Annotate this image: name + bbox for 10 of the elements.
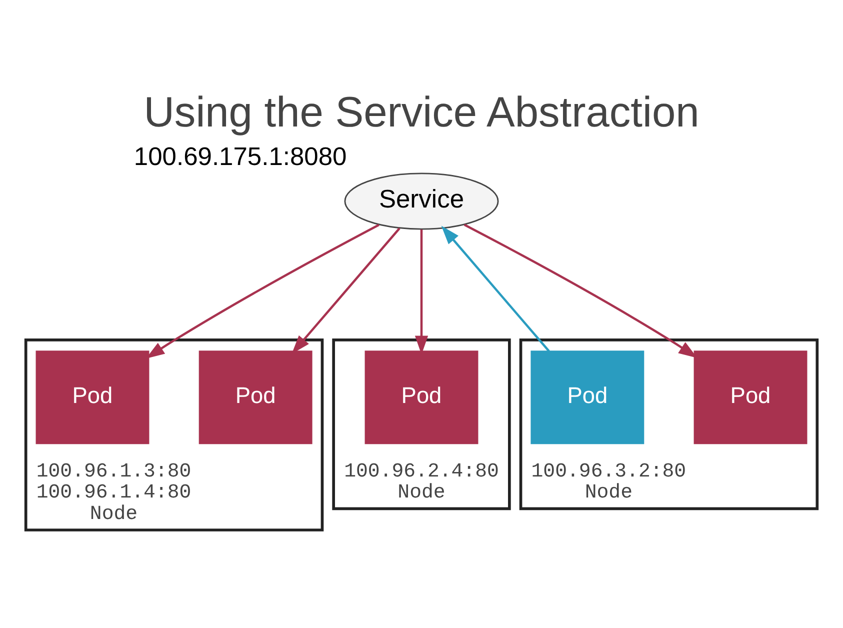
node-box: Pod [530, 350, 644, 444]
node-box: Pod [694, 350, 808, 444]
arrow [441, 226, 550, 352]
diagram-title: Using the Service Abstraction [144, 88, 700, 136]
arrow [292, 228, 400, 354]
node-ellipse: Service [344, 172, 499, 230]
node-box: Pod [36, 350, 150, 444]
node-label: 100.69.175.1:8080 [134, 143, 347, 172]
node-box: Pod [364, 350, 478, 444]
node-box: Pod [198, 350, 312, 444]
